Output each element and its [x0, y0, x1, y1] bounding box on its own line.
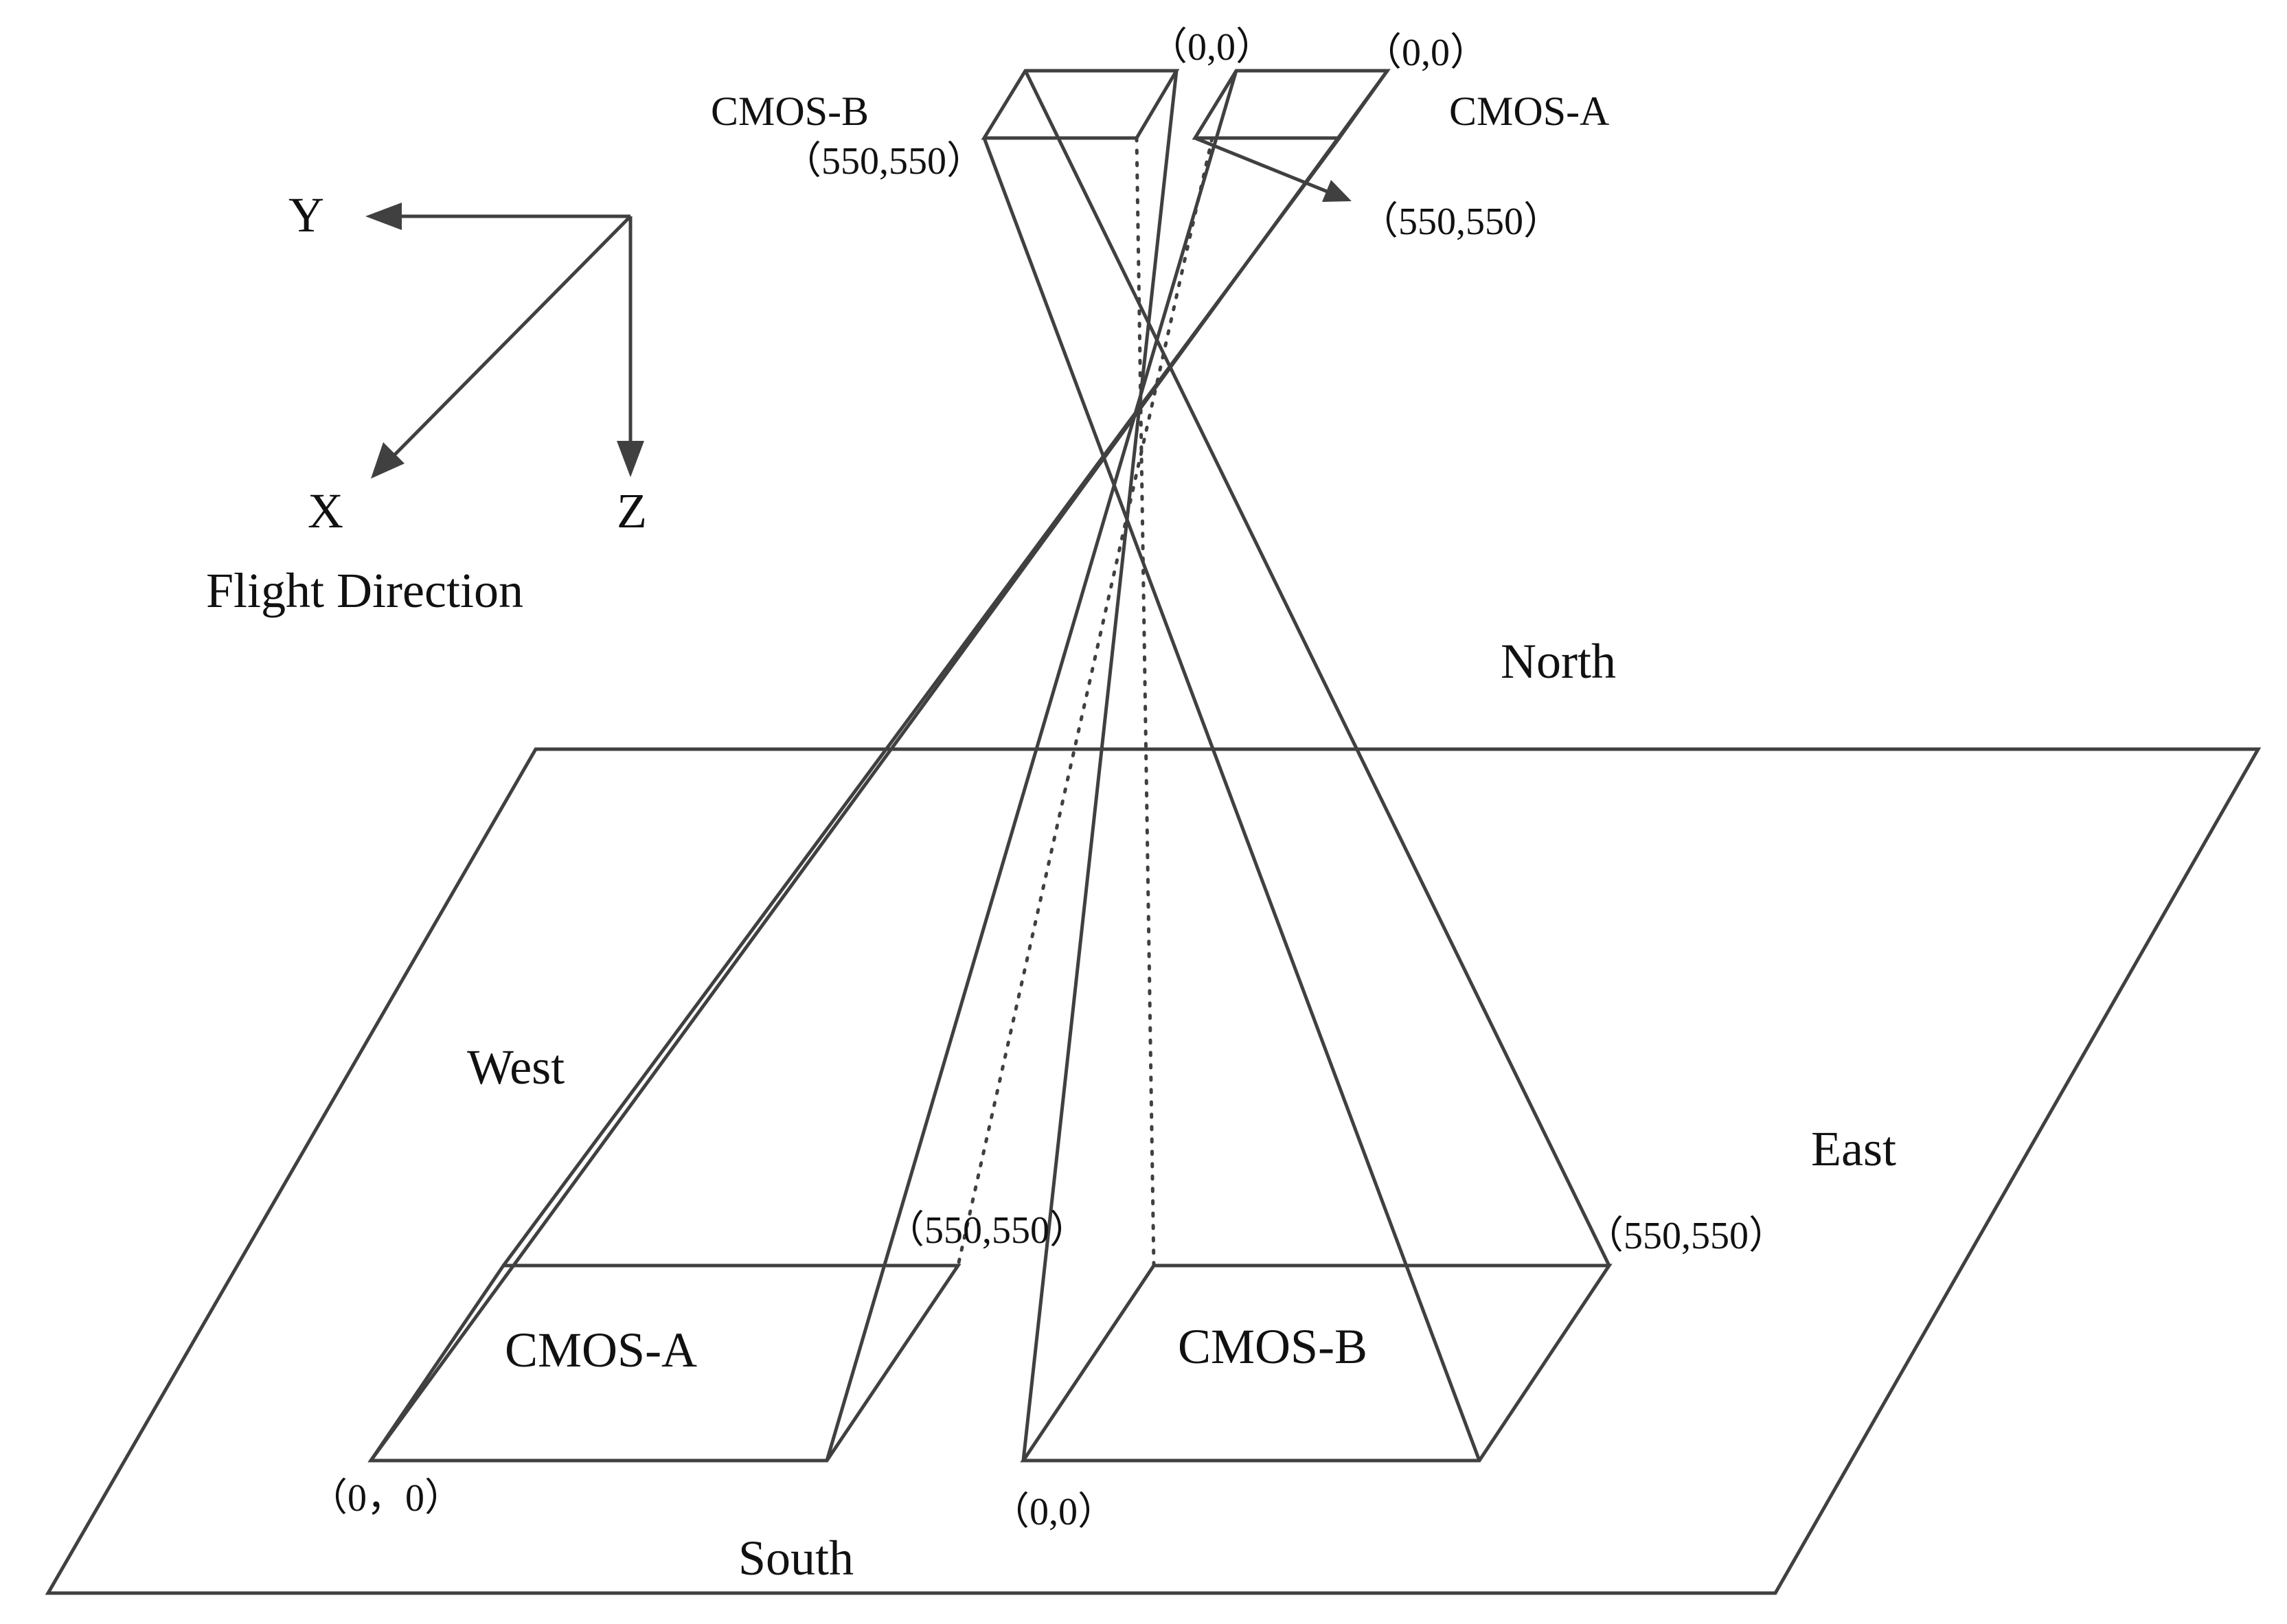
axes-indicator [365, 203, 644, 479]
east-label: East [1811, 1121, 1896, 1176]
projection-rays [369, 69, 1611, 1462]
ground-cmos-a-corner: （550,550） [886, 1209, 1088, 1252]
flight-direction-caption: Flight Direction [206, 563, 523, 618]
ground-cmos-b-corner: （550,550） [1585, 1215, 1787, 1257]
ground-cmos-a-origin: （0，0） [309, 1477, 463, 1520]
top-cmos-a-origin: （0,0） [1363, 32, 1488, 74]
top-cmos-a-corner: （550,550） [1360, 201, 1562, 243]
top-sensor-cmos-b [981, 69, 1180, 140]
ground-plane [45, 747, 2262, 1595]
ground-cmos-b-label: CMOS-B [1178, 1319, 1367, 1374]
z-arrow-icon [617, 441, 644, 477]
top-cmos-b-label: CMOS-B [711, 89, 869, 134]
top-cmos-b-origin: （0,0） [1149, 26, 1274, 69]
south-label: South [738, 1531, 854, 1586]
north-label: North [1501, 634, 1616, 689]
cmos-a-corner-arrow [1194, 136, 1352, 202]
top-cmos-a-label: CMOS-A [1449, 89, 1609, 134]
axis-y-label: Y [288, 187, 324, 242]
west-label: West [467, 1040, 565, 1095]
axis-x-label: X [308, 483, 343, 538]
top-cmos-b-corner: （550,550） [783, 140, 985, 183]
axis-z-label: Z [617, 483, 647, 538]
y-arrow-icon [365, 203, 402, 230]
ground-cmos-a-label: CMOS-A [505, 1323, 697, 1377]
ground-cmos-b-origin: （0,0） [991, 1491, 1116, 1533]
optical-axes [956, 136, 1214, 1268]
x-arrow-icon [371, 442, 405, 479]
top-sensor-cmos-a [1192, 69, 1391, 140]
